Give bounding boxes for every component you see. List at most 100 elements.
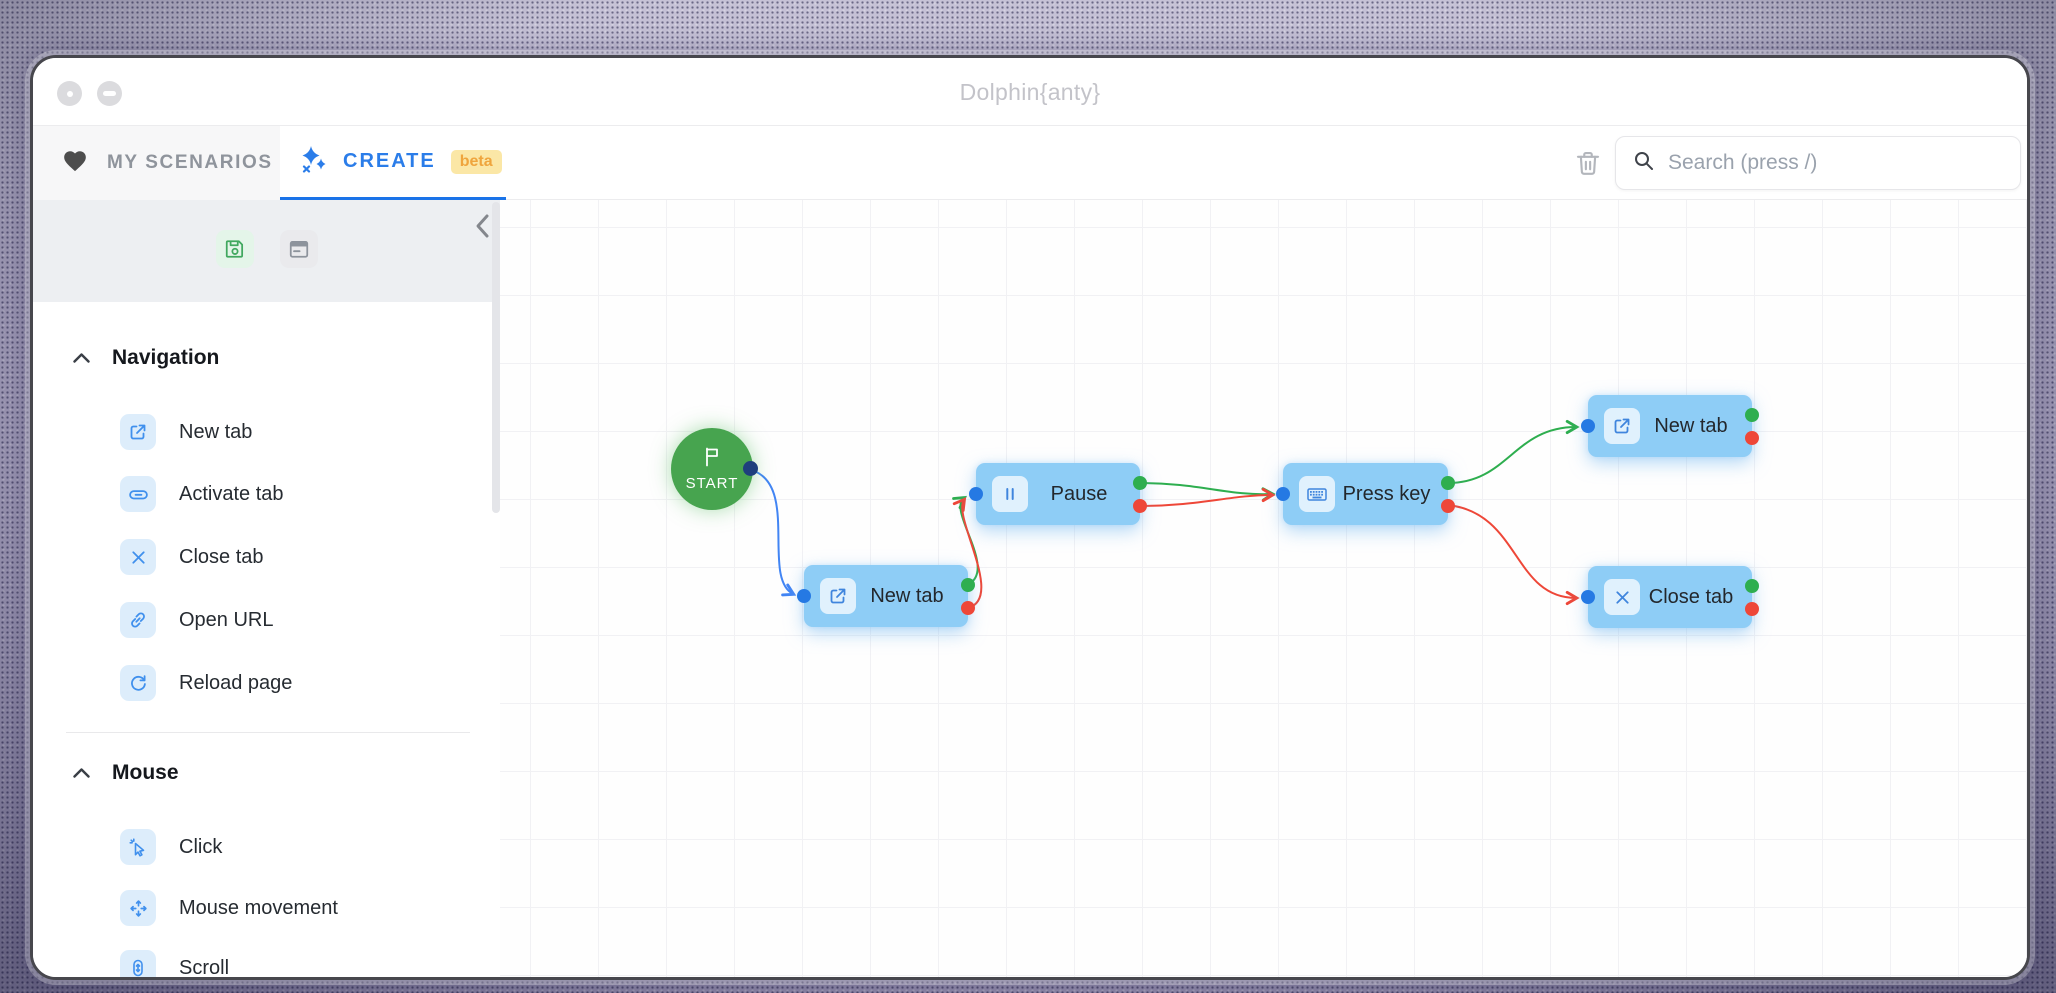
start-node-label: START	[685, 475, 739, 492]
sidebar-item-activate-tab[interactable]: Activate tab	[33, 463, 493, 525]
form-icon	[289, 240, 308, 258]
error-port[interactable]	[1441, 499, 1455, 513]
keyboard-icon	[1299, 476, 1335, 512]
success-port[interactable]	[961, 578, 975, 592]
save-scenario-button[interactable]	[215, 230, 254, 268]
node-press-key[interactable]: Press key	[1276, 463, 1455, 525]
section-navigation[interactable]: Navigation	[33, 340, 493, 376]
sidebar-item-click[interactable]: Click	[33, 816, 493, 878]
open-url-icon	[120, 602, 156, 638]
input-port[interactable]	[797, 589, 811, 603]
edges-layer	[753, 419, 1580, 609]
error-port[interactable]	[1745, 431, 1759, 445]
input-port[interactable]	[969, 487, 983, 501]
sidebar-item-close-tab[interactable]: Close tab	[33, 526, 493, 588]
chevron-up-icon	[73, 353, 90, 363]
title-bar: Dolphin{anty}	[33, 58, 2027, 126]
sidebar-item-new-tab[interactable]: New tab	[33, 401, 493, 463]
app-window: Dolphin{anty} MY SCENARIOS CREATE beta	[30, 55, 2030, 980]
success-port[interactable]	[1133, 476, 1147, 490]
sidebar-item-scroll[interactable]: Scroll	[33, 937, 493, 979]
sidebar-item-label: Mouse movement	[179, 896, 338, 919]
input-port[interactable]	[1581, 419, 1595, 433]
search-icon	[1632, 149, 1656, 178]
edge-newtab1-error-to-pause[interactable]	[952, 497, 983, 609]
sidebar-item-label: New tab	[179, 420, 253, 443]
tab-bar: MY SCENARIOS CREATE beta	[33, 126, 2027, 200]
node-new-tab-2[interactable]: New tab	[1581, 395, 1759, 457]
reload-page-icon	[120, 665, 156, 701]
activate-tab-icon	[120, 476, 156, 512]
blocks-sidebar: Navigation New tab Activate tab	[33, 200, 500, 977]
pause-icon	[992, 476, 1028, 512]
node-label: New tab	[870, 584, 944, 607]
search-input[interactable]	[1668, 151, 2004, 175]
flow-canvas[interactable]: START New tab	[500, 200, 2027, 977]
sidebar-item-label: Activate tab	[179, 482, 284, 505]
node-label: Close tab	[1648, 585, 1734, 608]
sidebar-collapse-button[interactable]	[467, 208, 497, 244]
tab-create[interactable]: CREATE beta	[280, 126, 506, 200]
edge-presskey-error-to-closetab[interactable]	[1447, 504, 1580, 606]
input-port[interactable]	[1276, 487, 1290, 501]
input-port[interactable]	[1581, 590, 1595, 604]
tab-create-label: CREATE	[343, 150, 436, 172]
sidebar-scrollbar[interactable]	[492, 202, 500, 513]
sidebar-item-reload-page[interactable]: Reload page	[33, 652, 493, 714]
form-view-button[interactable]	[279, 230, 318, 268]
edge-presskey-success-to-newtab2[interactable]	[1447, 419, 1580, 484]
success-port[interactable]	[1441, 476, 1455, 490]
mouse-movement-icon	[120, 890, 156, 926]
node-label: Press key	[1342, 482, 1431, 505]
heart-icon	[61, 148, 89, 179]
node-close-tab[interactable]: Close tab	[1581, 566, 1759, 628]
close-tab-icon	[1604, 579, 1640, 615]
sidebar-item-open-url[interactable]: Open URL	[33, 589, 493, 651]
scroll-icon	[120, 950, 156, 977]
tab-my-scenarios[interactable]: MY SCENARIOS	[33, 126, 280, 200]
error-port[interactable]	[1745, 602, 1759, 616]
section-mouse[interactable]: Mouse	[33, 755, 493, 791]
sidebar-item-label: Reload page	[179, 671, 293, 694]
search-box	[1615, 136, 2021, 190]
section-divider	[66, 732, 470, 733]
close-tab-icon	[120, 539, 156, 575]
section-title: Navigation	[112, 346, 220, 369]
sidebar-item-mouse-movement[interactable]: Mouse movement	[33, 877, 493, 939]
click-icon	[120, 829, 156, 865]
edge-start-to-newtab1[interactable]	[753, 470, 797, 597]
flag-icon	[702, 446, 722, 473]
save-icon	[225, 240, 243, 258]
sparkles-icon	[300, 145, 328, 178]
beta-badge: beta	[450, 149, 502, 174]
edge-pause-success-to-presskey[interactable]	[1138, 482, 1276, 502]
window-minimize-button[interactable]	[97, 81, 122, 106]
chevron-up-icon	[73, 768, 90, 778]
start-node[interactable]: START	[671, 428, 758, 510]
window-close-button[interactable]	[57, 81, 82, 106]
window-controls	[57, 81, 122, 106]
start-output-port[interactable]	[743, 461, 758, 476]
trash-icon[interactable]	[1573, 148, 1603, 178]
error-port[interactable]	[1133, 499, 1147, 513]
node-pause[interactable]: Pause	[969, 463, 1147, 525]
error-port[interactable]	[961, 601, 975, 615]
sidebar-item-label: Close tab	[179, 545, 264, 568]
edge-pause-error-to-presskey[interactable]	[1138, 487, 1276, 507]
new-tab-icon	[820, 578, 856, 614]
new-tab-icon	[1604, 408, 1640, 444]
tab-my-scenarios-label: MY SCENARIOS	[107, 152, 273, 173]
section-title: Mouse	[112, 761, 179, 784]
app-title: Dolphin{anty}	[959, 78, 1101, 105]
node-new-tab-1[interactable]: New tab	[797, 565, 975, 627]
sidebar-item-label: Click	[179, 835, 223, 858]
sidebar-header	[33, 200, 500, 302]
sidebar-item-label: Open URL	[179, 608, 274, 631]
chevron-left-icon	[476, 214, 489, 238]
node-label: Pause	[1050, 482, 1108, 505]
sidebar-item-label: Scroll	[179, 956, 230, 979]
node-label: New tab	[1654, 414, 1728, 437]
success-port[interactable]	[1745, 579, 1759, 593]
success-port[interactable]	[1745, 408, 1759, 422]
new-tab-icon	[120, 414, 156, 450]
